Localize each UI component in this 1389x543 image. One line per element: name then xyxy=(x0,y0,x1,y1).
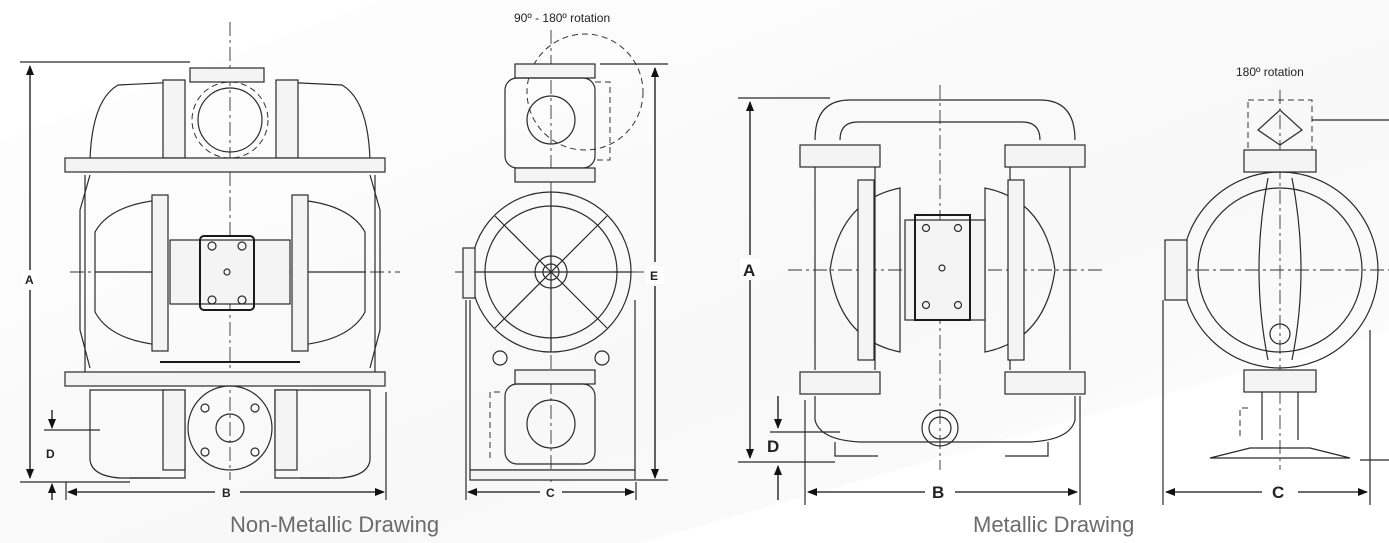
m-dim-a-label: A xyxy=(743,261,755,280)
m-rotation-note: 180º rotation xyxy=(1236,65,1304,79)
nm-rotation-note: 90º - 180º rotation xyxy=(514,11,610,25)
metallic-side-dimension-lines xyxy=(1162,300,1389,505)
m-dim-d-label: D xyxy=(767,437,779,456)
non-metallic-caption: Non-Metallic Drawing xyxy=(230,512,440,537)
metallic-caption: Metallic Drawing xyxy=(973,512,1135,537)
nm-dim-a-label: A xyxy=(25,273,34,287)
m-dim-c-label: C xyxy=(1272,483,1284,502)
nm-dim-c-label: C xyxy=(546,486,555,500)
nm-dim-b-label: B xyxy=(222,486,231,500)
nm-dim-e-label: E xyxy=(650,269,658,283)
non-metallic-side-view xyxy=(455,30,645,482)
metallic-dimension-lines xyxy=(738,97,1081,505)
metallic-front-view xyxy=(788,85,1105,470)
metallic-side-view xyxy=(1164,90,1389,470)
non-metallic-side-dimension-lines xyxy=(465,63,668,500)
nm-dim-d-label: D xyxy=(46,447,55,461)
non-metallic-dimension-lines xyxy=(20,61,387,500)
non-metallic-front-view xyxy=(64,22,400,480)
m-dim-b-label: B xyxy=(932,483,944,502)
